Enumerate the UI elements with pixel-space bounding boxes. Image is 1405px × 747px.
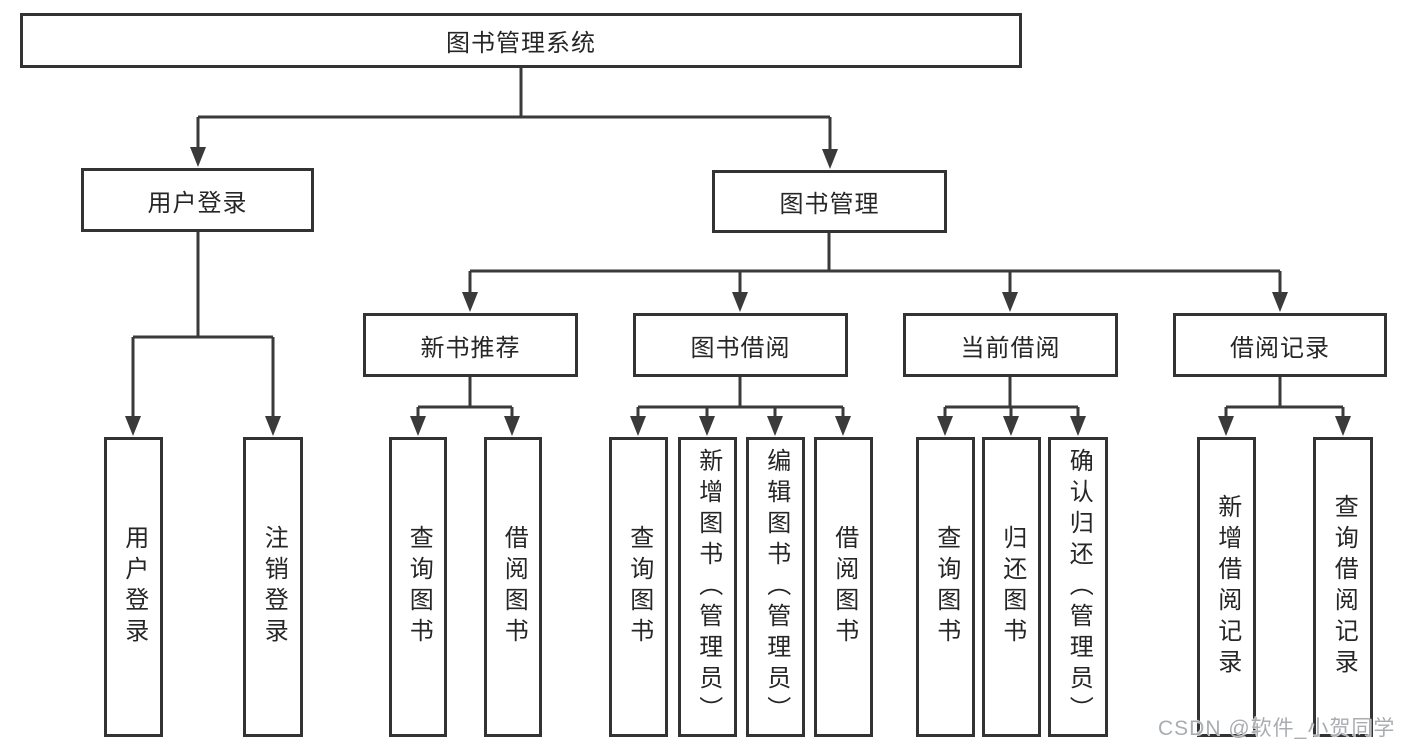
leaf-borrow-books-recommend: 借阅图书 bbox=[484, 437, 542, 737]
leaf-query-borrow-record: 查询借阅记录 bbox=[1313, 437, 1373, 737]
leaf-query-books-borrowing: 查询图书 bbox=[609, 437, 668, 737]
csdn-watermark: CSDN @软件_小贺同学 bbox=[1158, 717, 1396, 740]
leaf-label: 借阅图书 bbox=[830, 525, 858, 649]
node-library-management-system: 图书管理系统 bbox=[20, 13, 1022, 68]
leaf-user-login: 用户登录 bbox=[104, 437, 163, 737]
leaf-add-book-admin: 新增图书（管理员） bbox=[678, 437, 737, 737]
leaf-confirm-return-admin: 确认归还（管理员） bbox=[1048, 437, 1108, 737]
leaf-label: 新增借阅记录 bbox=[1213, 494, 1241, 680]
node-user-login: 用户登录 bbox=[81, 168, 314, 232]
leaf-edit-book-admin: 编辑图书（管理员） bbox=[746, 437, 805, 737]
leaf-return-books: 归还图书 bbox=[982, 437, 1041, 737]
leaf-query-books-recommend: 查询图书 bbox=[389, 437, 447, 737]
arrowheads bbox=[125, 147, 1351, 436]
leaf-label: 用户登录 bbox=[120, 525, 148, 649]
leaf-borrow-books-borrowing: 借阅图书 bbox=[814, 437, 873, 737]
node-book-management: 图书管理 bbox=[712, 170, 947, 233]
leaf-logout: 注销登录 bbox=[243, 437, 303, 737]
node-new-book-recommendation: 新书推荐 bbox=[363, 313, 578, 377]
leaf-query-books-current: 查询图书 bbox=[916, 437, 975, 737]
leaf-label: 注销登录 bbox=[260, 525, 288, 649]
node-label: 当前借阅 bbox=[960, 334, 1061, 362]
leaf-label: 归还图书 bbox=[998, 525, 1026, 649]
node-label: 图书管理系统 bbox=[446, 30, 596, 57]
node-label: 用户登录 bbox=[147, 189, 248, 217]
node-label: 借阅记录 bbox=[1230, 334, 1330, 362]
node-label: 图书管理 bbox=[779, 191, 880, 218]
node-borrowing-records: 借阅记录 bbox=[1173, 313, 1387, 377]
leaf-label: 借阅图书 bbox=[500, 525, 528, 649]
leaf-label: 新增图书（管理员） bbox=[694, 447, 722, 727]
node-label: 新书推荐 bbox=[420, 334, 521, 362]
leaf-label: 查询图书 bbox=[932, 525, 960, 649]
leaf-label: 确认归还（管理员） bbox=[1065, 447, 1093, 727]
leaf-label: 查询图书 bbox=[405, 525, 433, 649]
leaf-label: 查询图书 bbox=[625, 525, 653, 649]
node-label: 图书借阅 bbox=[690, 334, 791, 362]
leaf-add-borrow-record: 新增借阅记录 bbox=[1197, 437, 1256, 737]
node-book-borrowing: 图书借阅 bbox=[633, 313, 848, 377]
node-current-borrowing: 当前借阅 bbox=[903, 313, 1118, 377]
leaf-label: 编辑图书（管理员） bbox=[762, 447, 790, 727]
leaf-label: 查询借阅记录 bbox=[1330, 494, 1358, 680]
